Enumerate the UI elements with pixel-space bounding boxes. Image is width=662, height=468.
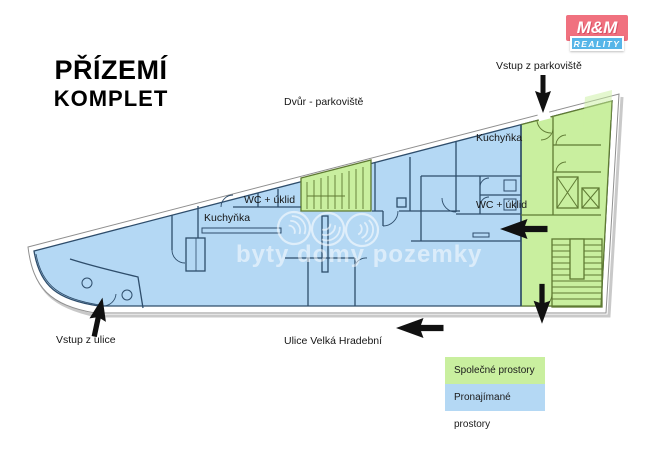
walls-common <box>521 117 603 308</box>
watermark-wave-icon <box>310 211 346 247</box>
label-street: Ulice Velká Hradební <box>284 335 383 347</box>
legend-item-rented: Pronajímané prostory <box>445 384 545 430</box>
legend: Společné prostory Pronajímané prostory <box>445 357 545 430</box>
legend-common-label: Společné prostory <box>454 365 535 376</box>
label-entrance-street: Vstup z ulice <box>56 334 116 346</box>
title-line1: PŘÍZEMÍ <box>54 55 168 85</box>
watermark-text: byty domy pozemky <box>236 241 482 268</box>
watermark: byty domy pozemky <box>236 210 482 268</box>
legend-rented-label: Pronajímané prostory <box>454 392 511 430</box>
watermark-wave-icon <box>276 210 312 246</box>
page-title: PŘÍZEMÍ KOMPLET <box>36 55 186 112</box>
walls-rented <box>35 124 522 309</box>
parking-entrance-door-arc <box>536 120 552 134</box>
street-left-arrow-icon <box>396 318 444 338</box>
logo-subtitle: REALITY <box>570 36 624 51</box>
label-kitchenette-right: Kuchyňka <box>476 132 523 144</box>
label-wc-cleaning-left: WC + úklid <box>244 194 296 206</box>
label-entrance-parking: Vstup z parkoviště <box>496 60 582 72</box>
legend-item-common: Společné prostory <box>445 357 545 384</box>
stairs-mid <box>306 167 364 209</box>
area-common-stairwell <box>300 159 372 212</box>
common-area-highlight <box>583 90 612 127</box>
mm-reality-logo: M&M REALITY <box>566 15 628 51</box>
watermark-wave-icon <box>344 212 380 248</box>
label-kitchenette-left: Kuchyňka <box>204 212 251 224</box>
label-wc-cleaning-right: WC + úklid <box>476 199 528 211</box>
title-line2: KOMPLET <box>53 85 169 111</box>
label-courtyard: Dvůr - parkoviště <box>284 96 364 108</box>
